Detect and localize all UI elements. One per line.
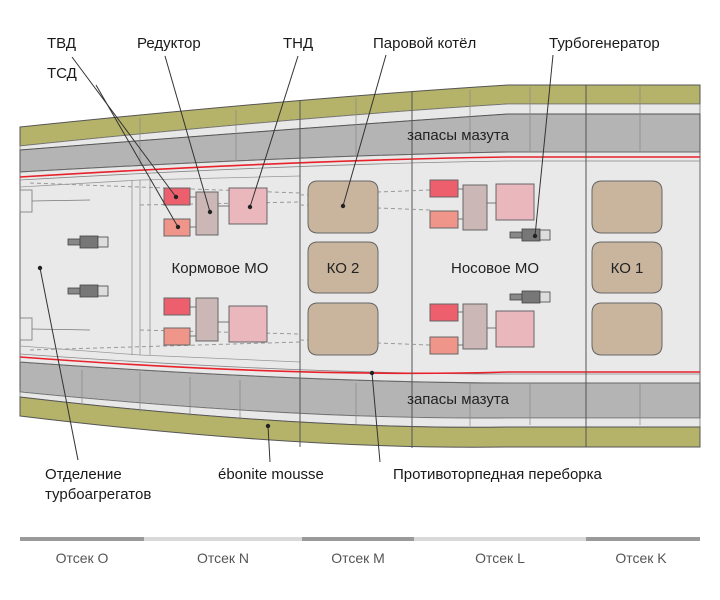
turbine-sets: [163, 179, 535, 355]
compartment-scale: [20, 537, 700, 541]
label-fwd-mo: Носовое МО: [451, 260, 539, 277]
label-tvd: ТВД: [47, 35, 76, 52]
label-turbogenerator: Турбогенератор: [549, 35, 660, 52]
leader-dots: [37, 194, 538, 429]
label-ebonite: ébonite mousse: [218, 466, 324, 483]
torpedo-bulkhead-bottom: [19, 356, 700, 375]
label-reductor: Редуктор: [137, 35, 201, 52]
compartment-k: Отсек K: [615, 550, 667, 566]
label-ko2: КО 2: [327, 260, 360, 277]
label-aft-mo: Кормовое МО: [172, 260, 269, 277]
inner-longitudinal-bottom: [19, 353, 700, 375]
label-tsd: ТСД: [47, 65, 77, 82]
label-turbo-dept-line2: турбоагрегатов: [45, 486, 151, 503]
aft-structures: [19, 189, 91, 341]
label-boiler: Паровой котёл: [373, 35, 476, 52]
hull-olive-bottom: [19, 396, 701, 448]
bulkheads: [299, 85, 587, 448]
label-fuel-bottom: запасы мазута: [407, 391, 510, 408]
compartment-l: Отсек L: [475, 550, 525, 566]
label-fuel-top: запасы мазута: [407, 127, 510, 144]
label-tnd: ТНД: [283, 35, 313, 52]
label-torpedo-bulkhead: Противоторпедная переборка: [393, 466, 603, 483]
torpedo-bulkhead-top: [19, 156, 700, 178]
leader-lines: [39, 54, 554, 463]
inner-longitudinal-top: [19, 160, 700, 181]
compartment-n: Отсек N: [197, 550, 249, 566]
compartment-m: Отсек M: [331, 550, 385, 566]
label-ko1: КО 1: [611, 260, 644, 277]
label-turbo-dept-line1: Отделение: [45, 466, 122, 483]
compartment-o: Отсек O: [56, 550, 109, 566]
frames: [81, 85, 641, 426]
